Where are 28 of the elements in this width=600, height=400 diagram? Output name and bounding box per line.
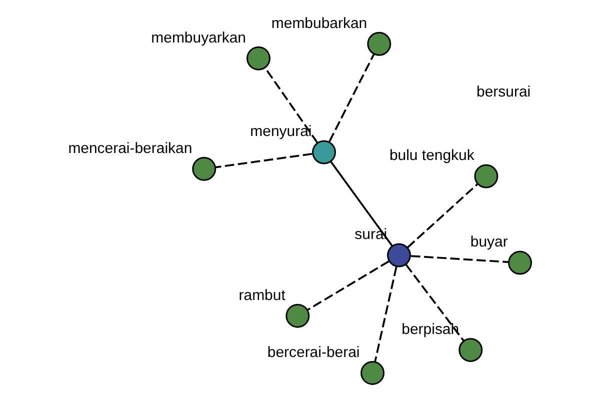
connector (328, 54, 374, 142)
node-label: berpisah (401, 320, 459, 338)
connector (306, 260, 389, 311)
connector (374, 266, 397, 362)
node-circle (360, 360, 384, 385)
node-circle (508, 250, 532, 275)
node-label: buyar (470, 234, 508, 251)
node-circle (386, 243, 410, 268)
node-circle (285, 304, 310, 328)
connector (410, 255, 508, 263)
node-circle (366, 32, 391, 56)
node-label: rambut (238, 286, 285, 304)
node-circle (312, 140, 336, 164)
node-circle (192, 156, 216, 181)
connector (330, 161, 393, 247)
connector (404, 264, 464, 342)
node-label: bercerai-berai (266, 344, 360, 361)
node-circle (474, 164, 498, 188)
label: bersurai (476, 84, 530, 101)
node-label: mencerai-beraikan (68, 140, 192, 157)
node-label: bulu tengkuk (388, 147, 474, 164)
node-circle (458, 338, 482, 362)
node-circle (246, 46, 270, 70)
node-label: membuyarkan (150, 29, 246, 46)
node-label: menyurai (250, 123, 312, 140)
connector (406, 183, 478, 248)
connector (214, 152, 312, 168)
node-label: membubarkan (270, 14, 367, 32)
